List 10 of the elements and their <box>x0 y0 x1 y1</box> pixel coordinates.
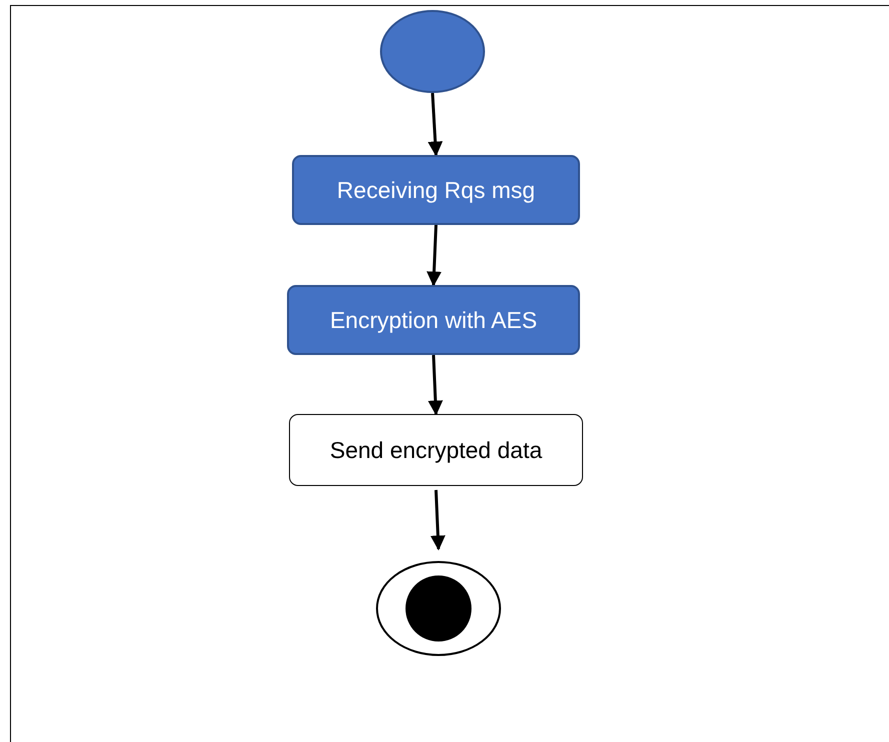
action-label: Receiving Rqs msg <box>336 176 536 204</box>
arrow <box>428 354 443 416</box>
action-box <box>292 155 580 225</box>
arrow <box>428 92 443 156</box>
arrow <box>426 224 442 286</box>
action-box <box>289 414 583 486</box>
arrow <box>430 490 446 550</box>
action-label: Send encrypted data <box>330 436 542 464</box>
action-box <box>287 285 580 355</box>
action-label: Encryption with AES <box>330 306 538 334</box>
